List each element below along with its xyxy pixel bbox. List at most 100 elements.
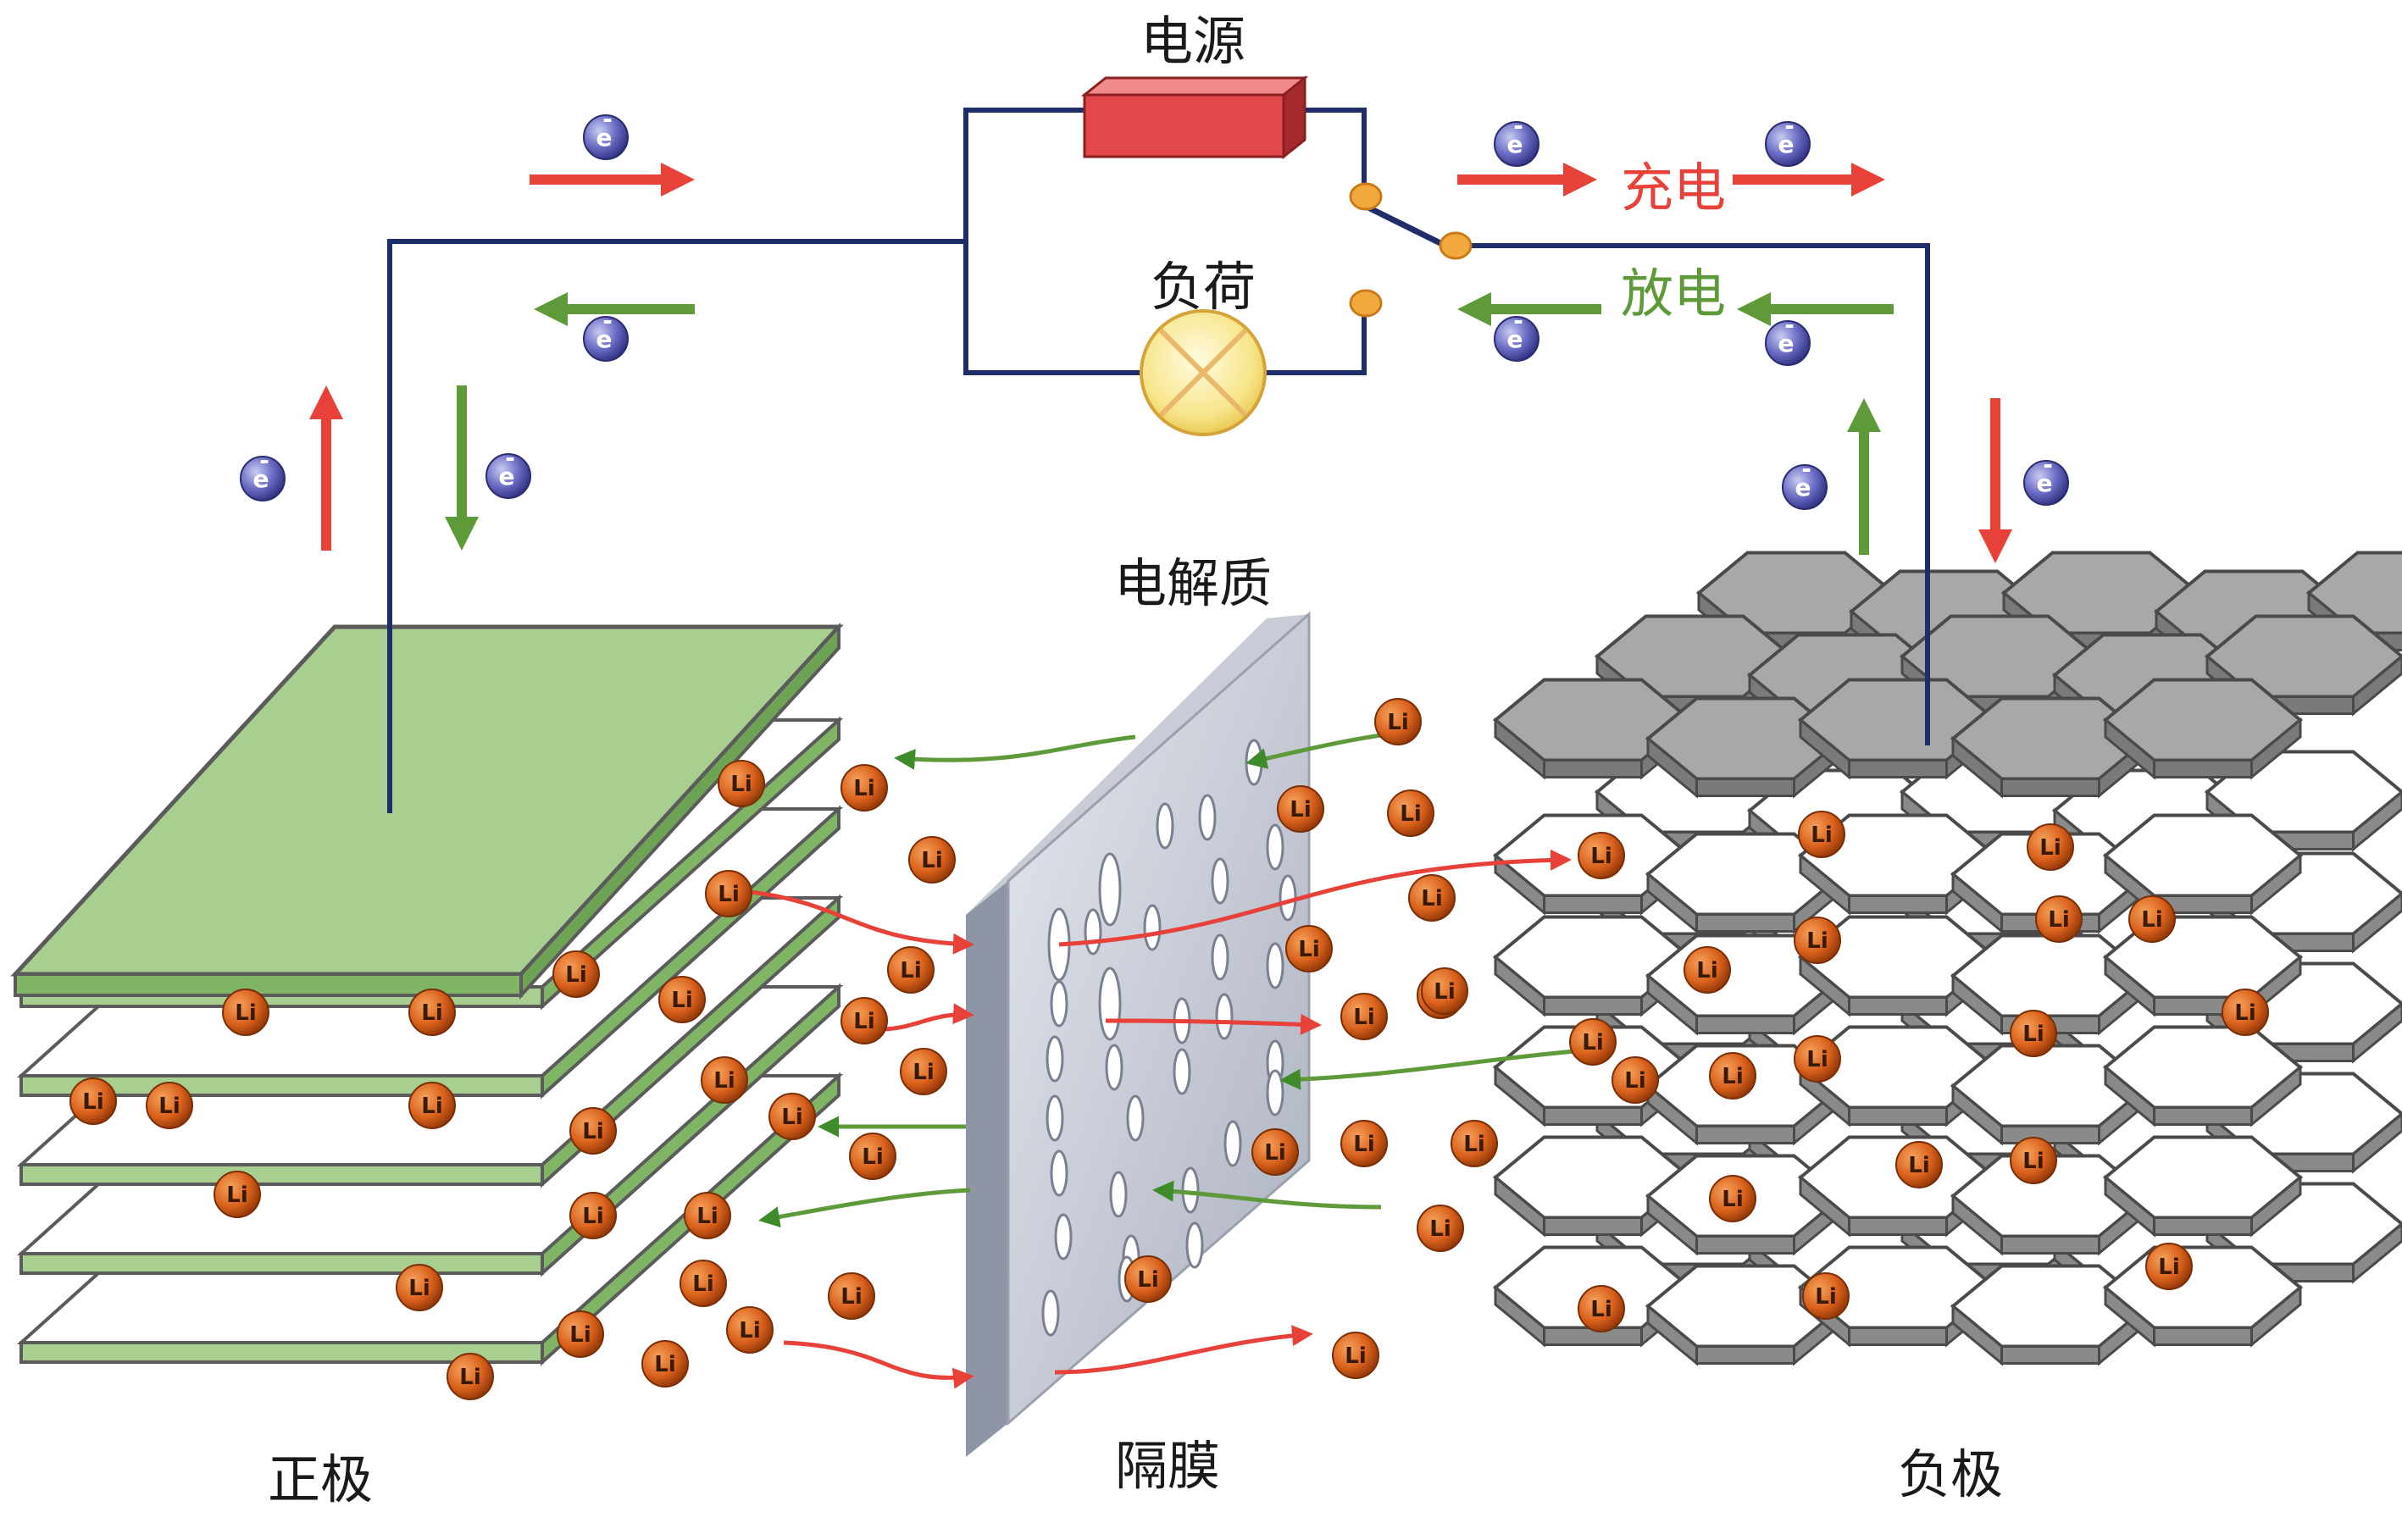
lithium-ion-symbol: Li — [1290, 797, 1311, 823]
lithium-ion-symbol: Li — [1582, 1030, 1603, 1055]
lithium-ion-symbol: Li — [696, 1204, 718, 1229]
lithium-ion-ball — [1794, 917, 1841, 964]
electron-ball — [583, 114, 629, 160]
lithium-ion-ball — [1387, 789, 1434, 837]
lithium-ion-ball — [408, 989, 456, 1036]
electron-ball — [1765, 320, 1811, 366]
lithium-ion-ball — [569, 1107, 617, 1155]
electron-ball — [240, 456, 286, 501]
lithium-ion-ball — [684, 1192, 731, 1239]
separator-pore — [1279, 874, 1297, 922]
electron-symbol: e — [2037, 469, 2053, 497]
lithium-ion-ball — [1285, 925, 1333, 972]
lithium-ion-symbol: Li — [913, 1060, 934, 1085]
electron-symbol: e — [253, 465, 269, 493]
lithium-ion-ball — [1684, 946, 1731, 994]
lithium-ion: Li — [408, 1082, 456, 1129]
electron-charge-sign: - — [1784, 112, 1795, 140]
lithium-ion: Li — [447, 1353, 494, 1400]
electron-charge-sign: - — [2043, 451, 2053, 479]
arrow-charge-right-2 — [1733, 163, 1885, 197]
lithium-ion-ball — [718, 760, 765, 807]
lithium-ion: Li — [569, 1192, 617, 1239]
lithium-ion-ball — [768, 1093, 816, 1140]
lithium-ion-ball — [146, 1082, 193, 1129]
arrow-discharge-down-left — [445, 385, 479, 551]
lithium-ion-ball — [1612, 1056, 1659, 1104]
separator-membrane — [966, 611, 1311, 1457]
lithium-ion: Li — [641, 1340, 689, 1388]
electron: e- — [1782, 455, 1828, 510]
separator-pore — [1046, 1094, 1064, 1142]
electron-symbol: e — [1778, 330, 1795, 357]
arrow-charge-right-1-head — [1563, 163, 1597, 197]
electron: e- — [1765, 311, 1811, 366]
lithium-ion-ball — [2010, 1137, 2057, 1184]
lithium-ion-ball — [887, 946, 935, 994]
arrow-discharge-top-left-head — [534, 292, 568, 326]
lithium-ion-ball — [408, 1082, 456, 1129]
electron-ball — [485, 453, 531, 499]
separator-pore — [1266, 823, 1284, 871]
electron: e- — [1765, 112, 1811, 167]
lithium-ion: Li — [2222, 989, 2269, 1036]
electron-ball — [1782, 464, 1828, 510]
lithium-ion-symbol: Li — [1353, 1132, 1374, 1157]
lithium-ion-symbol: Li — [1624, 1068, 1645, 1094]
lithium-ion: Li — [69, 1077, 117, 1125]
lithium-ion-ball — [1709, 1175, 1756, 1222]
lithium-ion-symbol: Li — [1264, 1140, 1285, 1166]
lithium-ion: Li — [2128, 895, 2176, 943]
separator-pore — [1156, 802, 1174, 850]
electron-symbol: e — [1507, 130, 1523, 158]
power-source-icon — [1080, 75, 1309, 160]
lithium-migration-path — [894, 734, 1136, 770]
arrow-charge-right-2-head — [1851, 163, 1885, 197]
lithium-ion-symbol: Li — [408, 1276, 430, 1301]
lithium-ion-symbol: Li — [713, 1068, 735, 1094]
lithium-ion-symbol: Li — [692, 1271, 713, 1297]
lithium-ion-ball — [1569, 1018, 1617, 1066]
switch-node-discharge — [1349, 289, 1383, 318]
separator-pore — [1266, 1069, 1284, 1116]
anode-label: 负极 — [1898, 1443, 2003, 1505]
electron-symbol: e — [596, 325, 613, 353]
separator-pore — [1198, 794, 1217, 841]
arrow-discharge-up-right-head — [1847, 398, 1881, 432]
lithium-ion-symbol: Li — [862, 1144, 883, 1170]
lithium-ion-ball — [69, 1077, 117, 1125]
lithium-ion-ball — [1421, 967, 1468, 1015]
anode-graphite-layers — [1492, 551, 2402, 1366]
arrow-charge-right-1 — [1457, 163, 1597, 197]
lithium-ion: Li — [222, 989, 269, 1036]
lithium-ion-symbol: Li — [565, 962, 586, 988]
lithium-ion: Li — [887, 946, 935, 994]
load-label: 负荷 — [1151, 256, 1256, 318]
lithium-ion-symbol: Li — [2141, 907, 2162, 933]
hex-edge — [2352, 1222, 2402, 1284]
lithium-migration-path — [1058, 849, 1572, 947]
electron-charge-sign: - — [602, 105, 613, 133]
electron: e- — [2023, 451, 2069, 506]
separator-pore — [1211, 857, 1229, 905]
lithium-ion-symbol: Li — [1400, 801, 1421, 827]
hex-edge — [1695, 1235, 1795, 1255]
arrow-charge-top-left-shaft — [530, 174, 663, 185]
hex-edge — [1695, 1125, 1795, 1144]
lithium-ion-ball — [1340, 993, 1388, 1040]
arrow-charge-right-1-shaft — [1457, 174, 1565, 185]
lithium-ion: Li — [1794, 917, 1841, 964]
separator-pore — [1126, 1094, 1145, 1142]
lithium-ion-ball — [1578, 1285, 1625, 1332]
hex-edge — [1848, 996, 1948, 1016]
lithium-ion: Li — [701, 1056, 748, 1104]
arrow-discharge-right-2-shaft — [1489, 304, 1601, 314]
lithium-ion-ball — [1251, 1128, 1299, 1176]
circuit-wires — [387, 108, 1930, 813]
lithium-ion-ball — [1374, 698, 1422, 745]
arrow-charge-down-right-head — [1978, 529, 2012, 563]
lithium-ion: Li — [1387, 789, 1434, 837]
lithium-ion-symbol: Li — [226, 1183, 247, 1208]
arrow-discharge-right-1-shaft — [1769, 304, 1894, 314]
